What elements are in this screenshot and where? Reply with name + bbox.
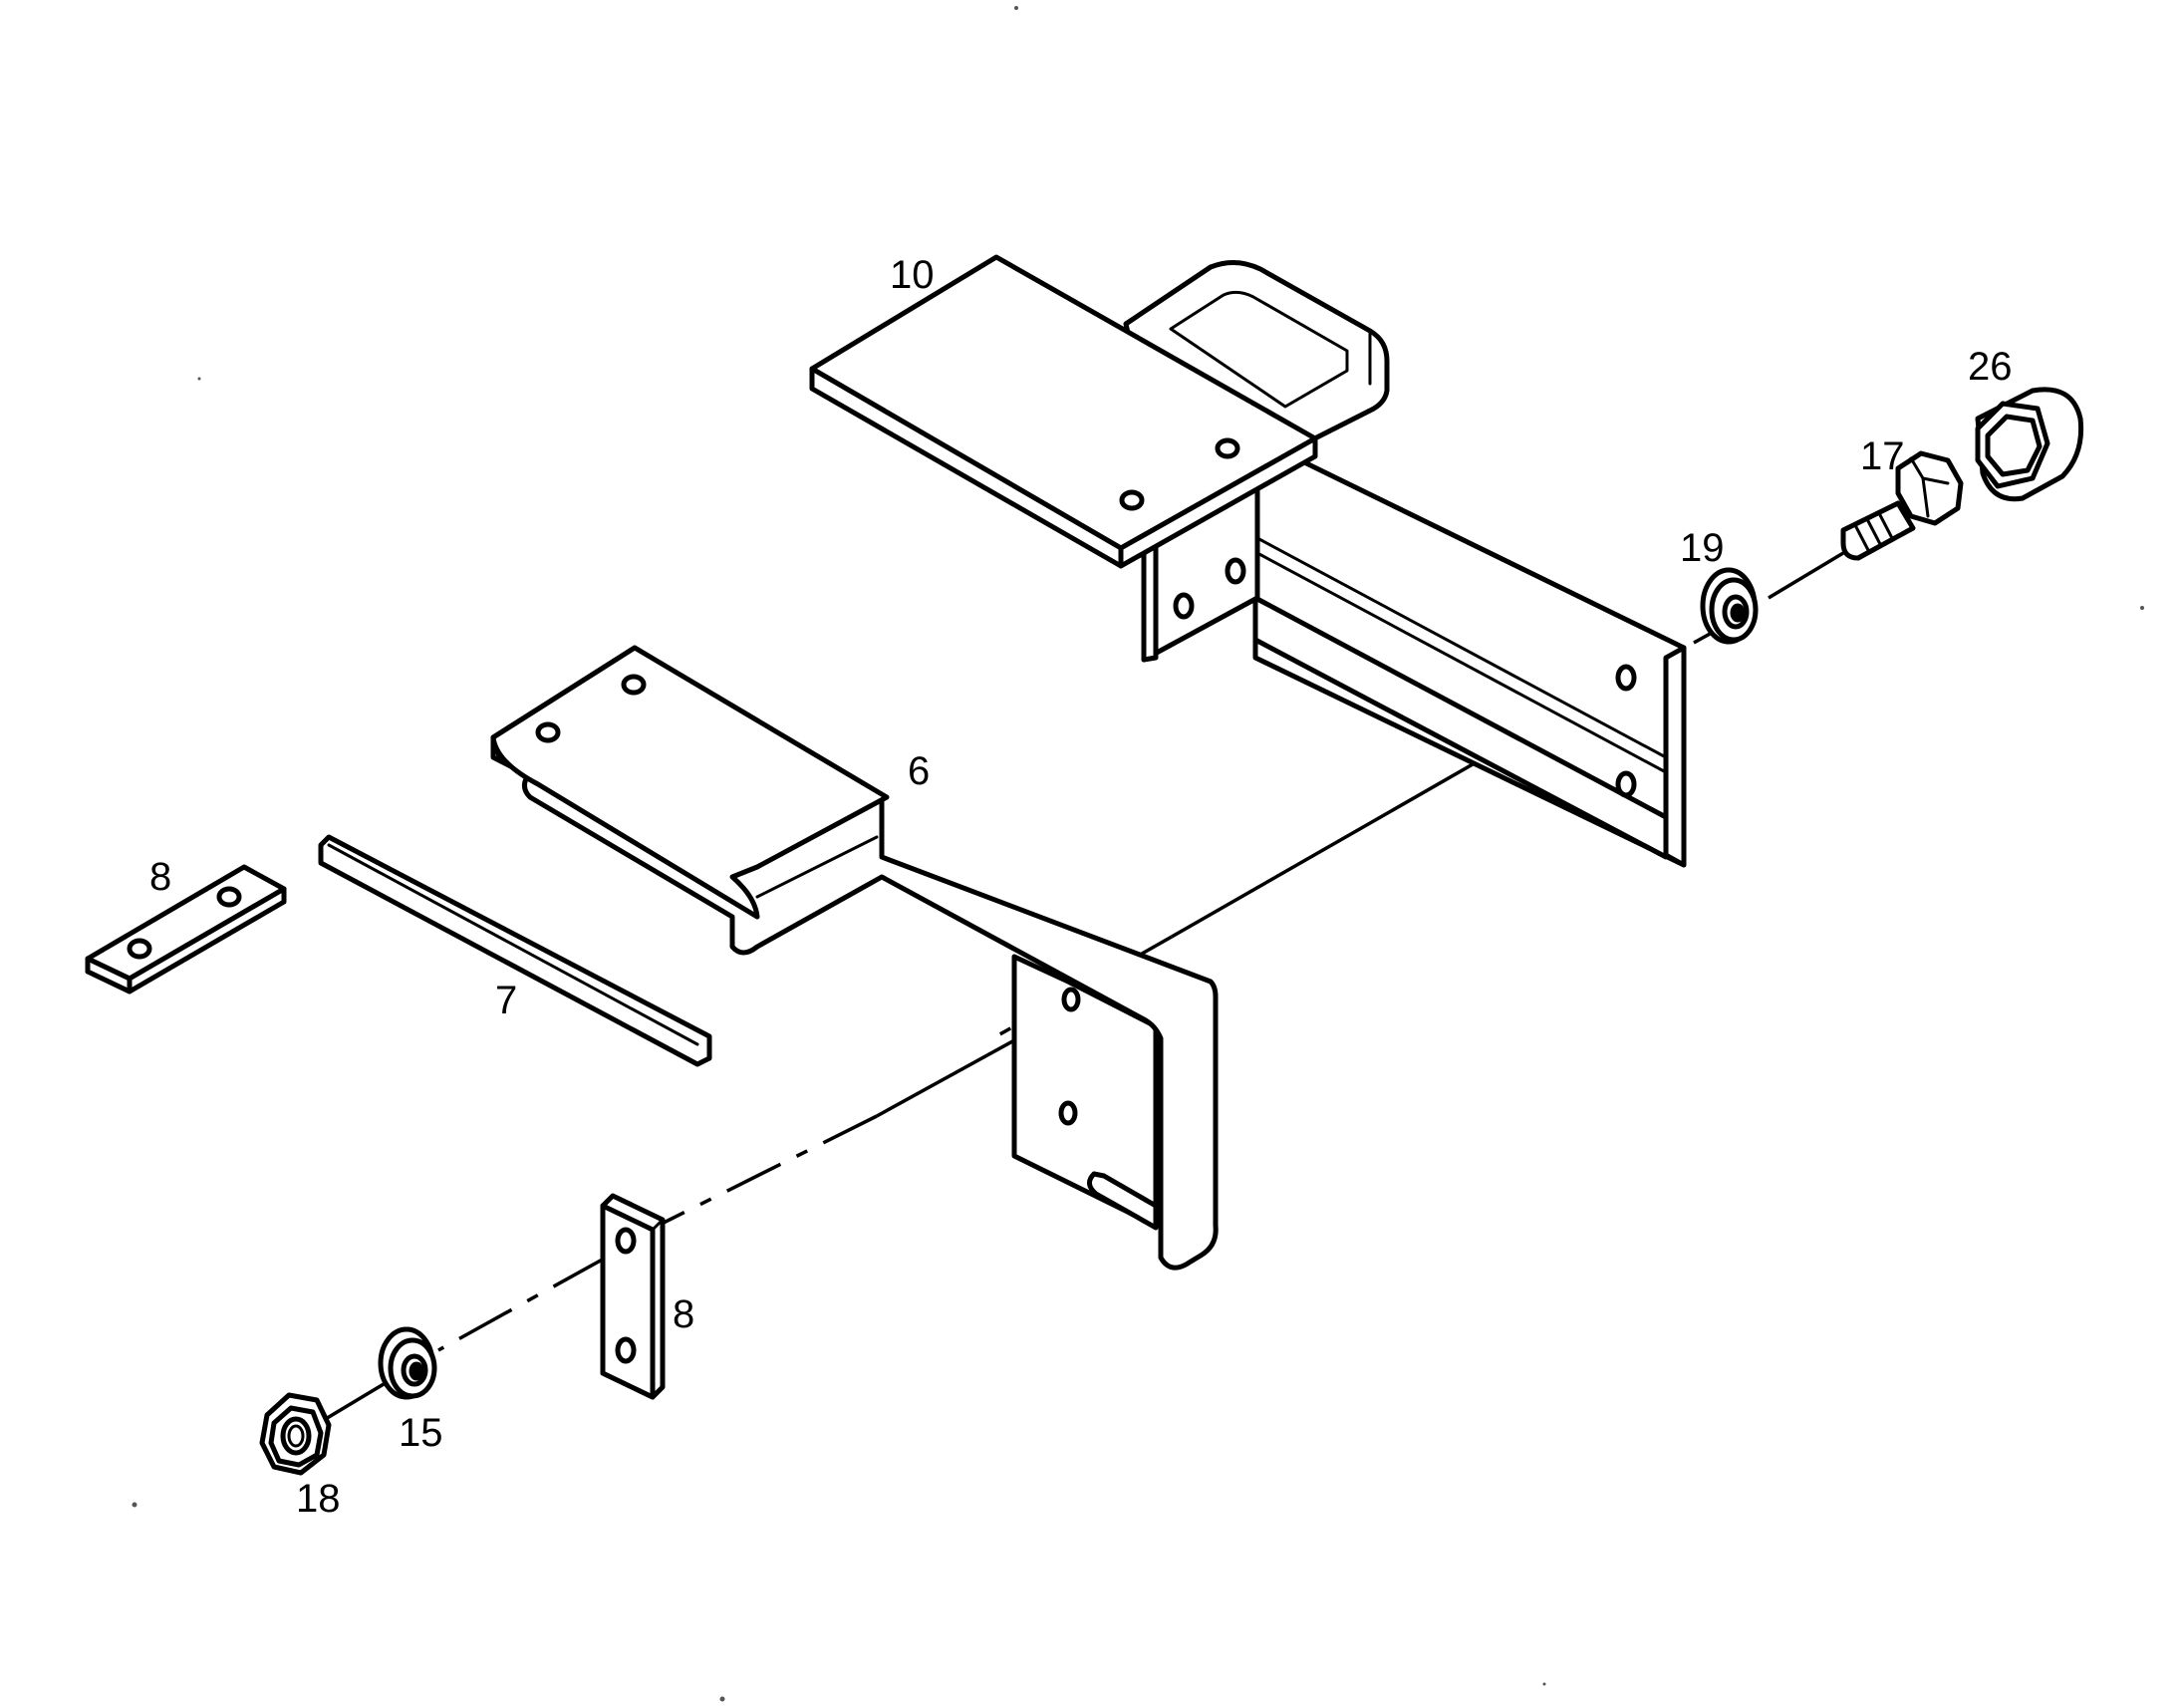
- part-7-strip: [318, 834, 712, 1067]
- callout-labels: 10 26 17 19 6 8 7 8 15 18: [149, 253, 2013, 1521]
- part-18-hex-nut: [259, 1392, 332, 1476]
- scan-specks: [132, 6, 2144, 1702]
- callout-18: 18: [296, 1477, 341, 1521]
- part-19-washer: [1700, 567, 1759, 645]
- callout-7: 7: [495, 979, 517, 1022]
- callout-6: 6: [908, 749, 930, 793]
- callout-8-upper: 8: [149, 855, 171, 899]
- part-15-washer: [378, 1326, 437, 1400]
- callout-17: 17: [1860, 434, 1905, 478]
- callout-15: 15: [399, 1411, 443, 1455]
- part-26-cap-nut: [1975, 387, 2084, 502]
- callout-26: 26: [1968, 345, 2013, 389]
- callout-8-lower: 8: [673, 1292, 694, 1336]
- callout-10: 10: [890, 253, 935, 297]
- callout-19: 19: [1680, 526, 1725, 570]
- part-17-bolt: [1840, 450, 1964, 561]
- part-6-lower-bracket: [490, 645, 1219, 1271]
- part-8-lower-plate: [600, 1193, 666, 1400]
- part-8-upper-plate: [85, 864, 287, 995]
- part-10-upper-bracket: [809, 254, 1687, 868]
